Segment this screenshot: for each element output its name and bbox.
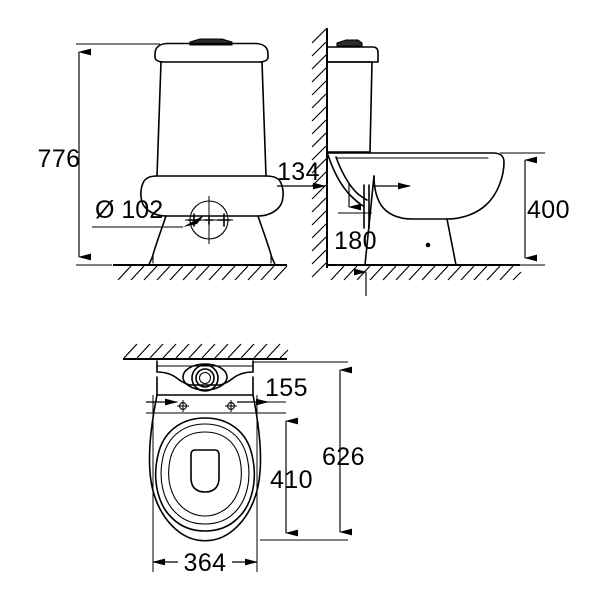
plan-bowl-throat [190, 449, 220, 493]
plan-cistern-front-band [156, 376, 254, 396]
side-floor-hatching [330, 265, 522, 281]
dim-134-label: 134 [277, 158, 320, 186]
plan-flush-button [198, 371, 212, 385]
cistern-body [156, 61, 267, 177]
plan-seat-inner-2 [168, 431, 242, 517]
dim-134: 134 [277, 158, 411, 190]
dim-626-label: 626 [322, 443, 365, 471]
dim-364: 364 [152, 395, 258, 577]
plan-bowl-outline [148, 394, 262, 542]
pedestal-right [257, 215, 276, 266]
plan-flush-ring-2 [195, 368, 215, 388]
plan-seat-inner-1 [160, 423, 250, 525]
side-outlet-shroud-inner [335, 156, 368, 201]
dim-102-label: Ø 102 [95, 196, 163, 224]
side-outlet-shroud [327, 154, 364, 207]
plan-flush-plate-outer [182, 363, 228, 391]
side-cistern-button [336, 39, 363, 47]
dim-410: 410 [260, 417, 313, 541]
plan-flush-ring-1 [191, 364, 219, 392]
side-bowl-upper [327, 152, 505, 220]
plan-cistern-outline [156, 360, 254, 386]
side-pedestal-back [446, 218, 457, 266]
side-elevation-view: 134 180 400 [277, 28, 570, 296]
side-detail-dot [425, 242, 431, 248]
dim-155: 155 [146, 374, 308, 414]
dim-180-label: 180 [334, 227, 377, 255]
front-floor-hatching [117, 265, 288, 281]
dim-400: 400 [492, 152, 570, 266]
side-cistern-body [327, 61, 373, 153]
bowl-rim [140, 175, 284, 217]
plan-view: 155 410 626 364 [123, 343, 365, 577]
side-cistern-lid [327, 46, 379, 63]
plan-wall-hatching [123, 343, 289, 359]
side-wall-hatching [311, 28, 327, 278]
dim-626: 626 [253, 361, 365, 541]
plan-seat-outer [154, 417, 256, 532]
dim-400-label: 400 [527, 196, 570, 224]
front-elevation-view: 776 Ø 102 [38, 38, 288, 281]
cistern-lid [154, 42, 269, 63]
dim-180: 180 [334, 184, 377, 296]
dim-776-label: 776 [38, 145, 81, 173]
dim-155-label: 155 [265, 374, 308, 402]
dim-102-leader-arrow [183, 215, 204, 227]
dim-410-label: 410 [270, 466, 313, 494]
dim-364-label: 364 [184, 549, 227, 577]
dim-dia-102: Ø 102 [92, 196, 204, 228]
plan-bolt-hole-right [225, 400, 237, 412]
plan-bolt-hole-left [177, 400, 189, 412]
dim-776: 776 [38, 43, 160, 266]
